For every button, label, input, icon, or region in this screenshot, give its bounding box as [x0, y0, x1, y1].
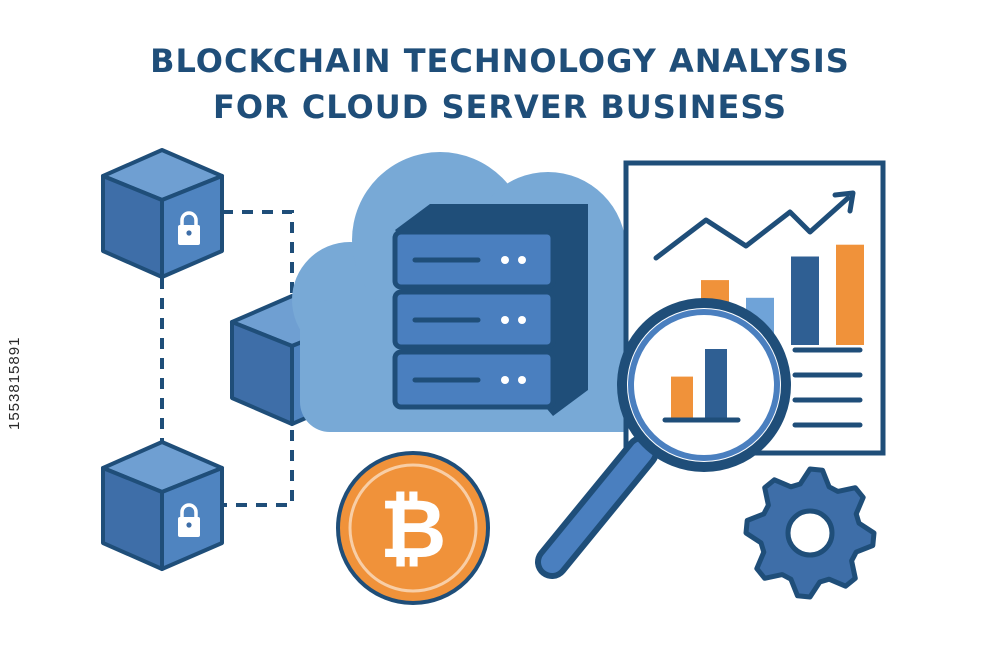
trend-line	[653, 195, 851, 261]
page-title: BLOCKCHAIN TECHNOLOGY ANALYSIS FOR CLOUD…	[0, 38, 1000, 130]
svg-text:₿: ₿	[380, 482, 447, 577]
report-bar	[791, 256, 819, 345]
lens-bar	[705, 349, 727, 418]
title-line-2: FOR CLOUD SERVER BUSINESS	[212, 88, 788, 126]
cube-lock-icon	[178, 503, 200, 537]
report-text-lines	[792, 347, 863, 428]
gear-hole	[785, 508, 835, 558]
lens-bars	[671, 349, 727, 418]
server-rack-icon	[392, 204, 588, 416]
trend-arrow-icon	[832, 190, 856, 214]
bitcoin-coin-icon: ₿	[336, 451, 490, 605]
block-cube-1	[101, 148, 224, 279]
title-line-1: BLOCKCHAIN TECHNOLOGY ANALYSIS	[150, 42, 850, 80]
report-bar	[836, 244, 864, 345]
cube-lock-icon	[178, 211, 200, 245]
lens-bar	[671, 376, 693, 418]
magnifying-glass-icon	[535, 298, 791, 579]
gear-icon	[743, 466, 877, 600]
chain-connectors	[160, 210, 294, 507]
block-cube-3	[101, 440, 224, 571]
